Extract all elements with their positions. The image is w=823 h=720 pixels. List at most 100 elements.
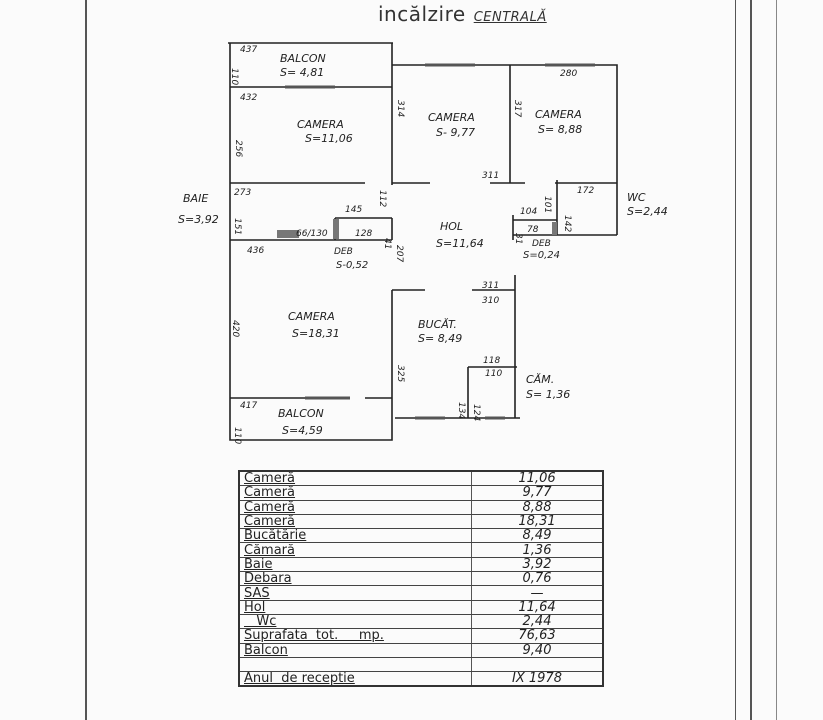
dimension-label: 417 bbox=[240, 401, 257, 411]
room-type: Suprafata tot. mp. bbox=[239, 628, 472, 644]
room-type: Cameră bbox=[239, 471, 472, 487]
room-area: S- 9,77 bbox=[436, 126, 475, 139]
dimension-label: 432 bbox=[240, 93, 257, 103]
room-name: DEB bbox=[532, 239, 551, 249]
room-type: Hol bbox=[239, 600, 472, 615]
dimension-label: 317 bbox=[512, 100, 522, 117]
wall-fills bbox=[277, 219, 557, 239]
room-type: Cameră bbox=[239, 514, 472, 530]
dimension-label: 420 bbox=[230, 320, 240, 337]
room-type: SAS bbox=[239, 585, 472, 601]
room-name: HOL bbox=[440, 220, 463, 233]
room-area: S=2,44 bbox=[627, 205, 668, 218]
page-edge-line-2 bbox=[776, 0, 777, 720]
page-edge-line bbox=[750, 0, 752, 720]
room-area: S-0,52 bbox=[336, 260, 368, 271]
dimension-label: 124 bbox=[471, 404, 481, 421]
floor-plan: BALCON S= 4,81 CAMERA S=11,06 CAMERA S- … bbox=[178, 42, 668, 444]
room-area: S=4,59 bbox=[282, 424, 323, 437]
room-type: Anul de receptie bbox=[239, 671, 472, 687]
room-name: CAMERA bbox=[535, 108, 582, 121]
dimension-label: 314 bbox=[395, 100, 405, 117]
room-area: S=11,64 bbox=[436, 237, 484, 250]
room-type bbox=[239, 657, 472, 673]
room-type: Baie bbox=[239, 557, 472, 573]
dimension-label: 207 bbox=[394, 245, 404, 262]
page-margin-line-left bbox=[85, 0, 87, 720]
dimension-label: 142 bbox=[562, 215, 572, 232]
room-area-value: 76,63 bbox=[471, 628, 603, 644]
table-row: SAS— bbox=[239, 585, 603, 601]
table-row: Suprafata tot. mp.76,63 bbox=[239, 628, 603, 644]
dimension-label: 151 bbox=[232, 218, 242, 235]
windows bbox=[285, 63, 595, 420]
dimension-label: 78 bbox=[527, 225, 539, 235]
room-type: Cameră bbox=[239, 485, 472, 501]
room-name: CAMERA bbox=[428, 111, 475, 124]
room-area: S=3,92 bbox=[178, 213, 219, 226]
room-area-value bbox=[471, 657, 603, 673]
room-name: WC bbox=[627, 191, 646, 204]
room-name: CĂM. bbox=[526, 373, 554, 386]
room-area-value: 2,44 bbox=[471, 614, 603, 630]
room-name: CAMERA bbox=[288, 310, 335, 323]
room-type: Cămară bbox=[239, 542, 472, 558]
dimension-label: 311 bbox=[482, 171, 499, 181]
room-area-value: — bbox=[471, 585, 603, 601]
dimension-label: 112 bbox=[377, 190, 387, 207]
dimension-label: 110 bbox=[229, 68, 239, 85]
room-name: DEB bbox=[334, 247, 353, 257]
room-name: CAMERA bbox=[297, 118, 344, 131]
room-area: S=11,06 bbox=[305, 132, 353, 145]
dimension-label: 280 bbox=[560, 69, 577, 79]
dimension-label: 256 bbox=[233, 140, 243, 157]
dimension-label: 110 bbox=[232, 427, 242, 444]
dimension-label: 145 bbox=[345, 205, 362, 215]
dimension-label: 134 bbox=[456, 402, 466, 419]
room-area: S= 8,88 bbox=[538, 123, 582, 136]
room-area-value: 1,36 bbox=[471, 542, 603, 558]
dimension-label: 325 bbox=[395, 365, 405, 382]
dimension-label: 104 bbox=[520, 207, 537, 217]
heating-label: incălzire bbox=[378, 2, 466, 26]
room-area-value: 9,40 bbox=[471, 643, 603, 658]
room-type: Debara bbox=[239, 571, 472, 587]
dimension-label: 41 bbox=[382, 238, 392, 249]
dimension-label: 311 bbox=[482, 281, 499, 291]
room-area-value: 18,31 bbox=[471, 514, 603, 530]
room-type: Bucătărie bbox=[239, 528, 472, 544]
dimension-label: 118 bbox=[483, 356, 500, 366]
dimension-label: 128 bbox=[355, 229, 372, 239]
dimension-label: 31 bbox=[513, 233, 523, 244]
room-area-value: 8,49 bbox=[471, 528, 603, 544]
room-type: Cameră bbox=[239, 500, 472, 515]
room-area-value: 11,06 bbox=[471, 471, 603, 487]
room-name: BAIE bbox=[183, 192, 208, 205]
table-row bbox=[239, 657, 603, 673]
heating-title: incălzire CENTRALĂ bbox=[378, 2, 547, 26]
dimension-label: 172 bbox=[577, 186, 594, 196]
dimension-label: 110 bbox=[485, 369, 502, 379]
room-area-value: 3,92 bbox=[471, 557, 603, 573]
room-area-value: 11,64 bbox=[471, 600, 603, 615]
dimension-label: 66/130 bbox=[296, 229, 328, 239]
room-area-value: 0,76 bbox=[471, 571, 603, 587]
room-area-value: IX 1978 bbox=[471, 671, 603, 687]
room-area-value: 8,88 bbox=[471, 500, 603, 515]
heating-type: CENTRALĂ bbox=[473, 10, 547, 25]
room-name: BALCON bbox=[280, 52, 326, 65]
room-area: S= 8,49 bbox=[418, 332, 462, 345]
room-area: S=18,31 bbox=[292, 327, 340, 340]
dimension-label: 101 bbox=[542, 196, 552, 213]
dimension-label: 273 bbox=[234, 188, 251, 198]
